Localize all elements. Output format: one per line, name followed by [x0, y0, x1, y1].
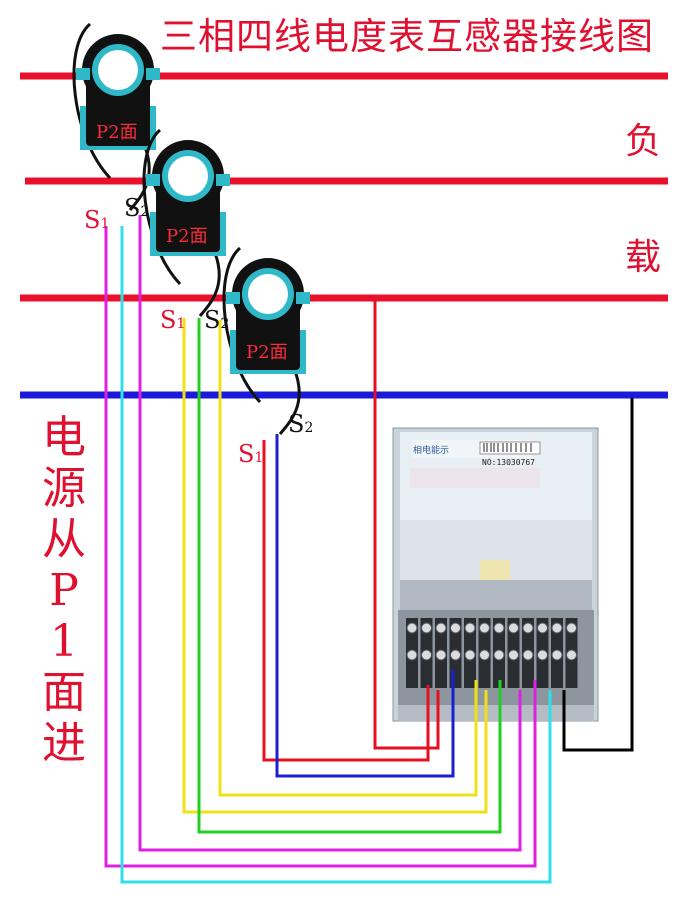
- wire-ct3-s1: [262, 440, 430, 762]
- wire-phase-c-voltage: [373, 300, 440, 750]
- terminal-screw: [508, 622, 519, 634]
- ct1-s1-label: S1: [84, 206, 110, 234]
- ct2-s2-label: S2: [204, 306, 230, 334]
- wire-ct2-voltage: [197, 318, 502, 834]
- terminal-screw: [435, 649, 447, 661]
- terminal-screw: [522, 649, 534, 661]
- wire-ct3-s2: [275, 434, 455, 778]
- terminal-screw: [421, 622, 432, 634]
- source-char: 面: [42, 667, 86, 718]
- ct1-face-label: P2面: [96, 122, 138, 143]
- wire-ct1-s1: [104, 226, 537, 868]
- terminal-screw: [406, 622, 418, 634]
- terminal-screw: [450, 622, 461, 634]
- source-char: 电: [42, 412, 86, 463]
- ct2-face-label: P2面: [166, 226, 208, 247]
- current-transformer-3: [222, 246, 310, 435]
- ct3-s2-label: S2: [288, 410, 314, 438]
- terminal-screw: [566, 649, 577, 661]
- source-label: 电 源 从 P 1 面 进: [42, 412, 86, 769]
- meter-wiring: [104, 215, 634, 884]
- terminal-screw: [508, 649, 519, 661]
- ct1-s2-label: S2: [124, 194, 150, 222]
- meter-serial: NO:13030767: [482, 458, 535, 467]
- ct3-s1-label: S1: [238, 440, 264, 468]
- terminal-screw: [421, 649, 432, 661]
- source-char: 进: [42, 718, 86, 769]
- meter-label: 相电能示: [413, 444, 449, 456]
- terminal-screw: [479, 649, 490, 661]
- meter-terminals: [406, 618, 578, 688]
- ct3-face-label: P2面: [246, 342, 288, 363]
- source-char: 源: [42, 463, 86, 514]
- terminal-screw: [450, 649, 461, 661]
- ct2-s1-label: S1: [160, 306, 186, 334]
- terminal-screw: [464, 649, 476, 661]
- terminal-screw: [566, 622, 577, 634]
- wire-neutral: [562, 398, 634, 752]
- terminal-screw: [537, 649, 548, 661]
- load-label-2: 载: [625, 237, 662, 278]
- terminal-screw: [406, 649, 418, 661]
- terminal-screw: [464, 622, 476, 634]
- source-char: 从: [42, 514, 86, 565]
- wire-ct1-s2: [138, 215, 522, 852]
- terminal-screw: [435, 622, 447, 634]
- source-char: P: [49, 565, 79, 616]
- load-label-1: 负: [625, 121, 662, 162]
- wire-ct2-s1: [182, 318, 488, 814]
- wire-ct2-s2: [218, 320, 478, 797]
- current-transformer-2: [142, 128, 230, 317]
- terminal-screw: [551, 622, 563, 634]
- terminal-screw: [551, 649, 563, 661]
- terminal-screw: [479, 622, 490, 634]
- terminal-screw: [522, 622, 534, 634]
- source-char: 1: [50, 616, 78, 667]
- diagram-title: 三相四线电度表互感器接线图: [160, 15, 654, 58]
- wire-ct1-voltage: [120, 226, 552, 884]
- terminal-screw: [537, 622, 548, 634]
- terminal-screw: [493, 649, 505, 661]
- terminal-screw: [493, 622, 505, 634]
- current-transformer-1: [72, 22, 160, 211]
